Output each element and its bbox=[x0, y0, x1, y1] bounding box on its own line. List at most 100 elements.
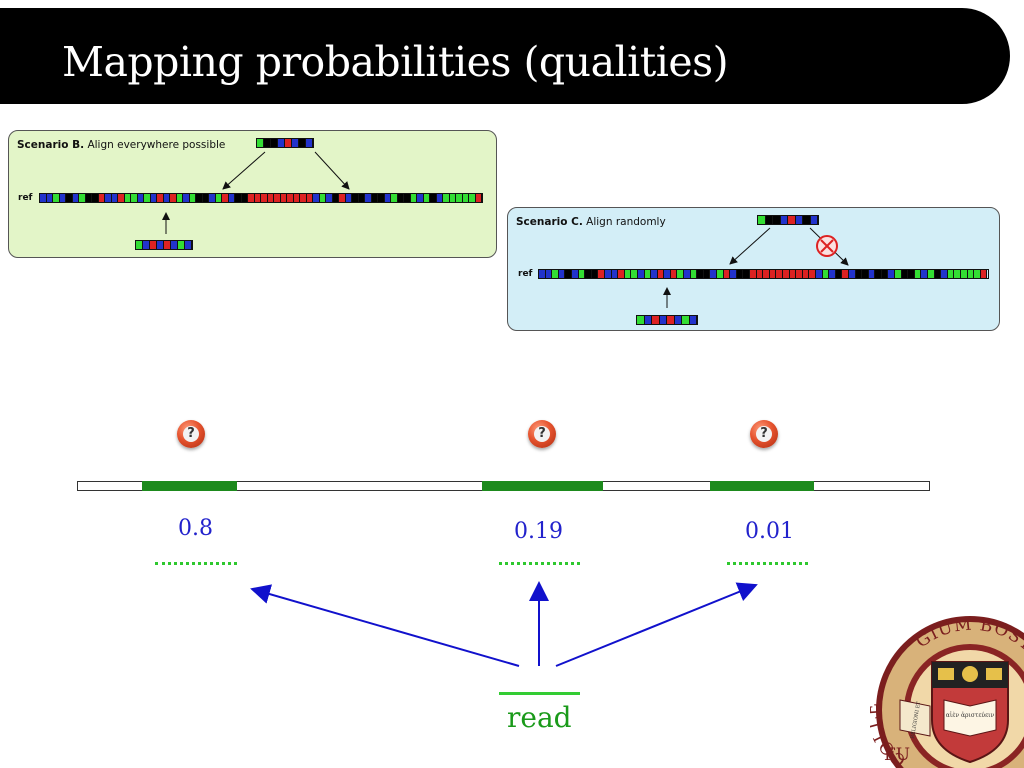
base-blue bbox=[539, 270, 546, 278]
base-green bbox=[215, 194, 222, 202]
base-green bbox=[319, 194, 326, 202]
base-green bbox=[469, 194, 476, 202]
base-black bbox=[404, 194, 411, 202]
base-blue bbox=[571, 270, 579, 278]
scenario-c-arrow-left bbox=[729, 227, 771, 265]
base-blue bbox=[163, 194, 170, 202]
base-blue bbox=[292, 139, 299, 147]
question-mark-icon: ? bbox=[528, 420, 556, 448]
base-black bbox=[358, 194, 365, 202]
base-blue bbox=[710, 270, 718, 278]
read-arrow-right bbox=[555, 582, 758, 667]
scenario-b-title: Scenario B. Align everywhere possible bbox=[17, 139, 225, 151]
base-green bbox=[552, 270, 559, 278]
base-blue bbox=[664, 270, 671, 278]
base-blue bbox=[185, 241, 192, 249]
dotted-read-placeholder-1 bbox=[155, 562, 237, 565]
base-blue bbox=[780, 216, 788, 224]
base-blue bbox=[150, 194, 157, 202]
base-green bbox=[79, 194, 86, 202]
base-black bbox=[875, 270, 882, 278]
base-blue bbox=[829, 270, 836, 278]
base-green bbox=[462, 194, 469, 202]
base-green bbox=[131, 194, 138, 202]
base-blue bbox=[941, 270, 948, 278]
scenario-b-ref-label: ref bbox=[18, 193, 33, 203]
base-blue bbox=[921, 270, 929, 278]
base-green bbox=[144, 194, 151, 202]
base-black bbox=[855, 270, 863, 278]
base-red bbox=[756, 270, 764, 278]
base-blue bbox=[604, 270, 612, 278]
base-green bbox=[136, 241, 143, 249]
base-black bbox=[934, 270, 942, 278]
base-blue bbox=[105, 194, 112, 202]
base-green bbox=[758, 216, 766, 224]
base-red bbox=[98, 194, 105, 202]
base-blue bbox=[59, 194, 66, 202]
scenario-c-title: Scenario C. Align randomly bbox=[516, 216, 666, 228]
base-blue bbox=[46, 194, 53, 202]
base-red bbox=[723, 270, 731, 278]
base-green bbox=[189, 194, 196, 202]
probability-label-3: 0.01 bbox=[745, 519, 794, 544]
base-green bbox=[637, 316, 645, 324]
scenario-c-ref-sequence bbox=[538, 269, 989, 279]
base-blue bbox=[674, 316, 682, 324]
question-mark-icon: ? bbox=[177, 420, 205, 448]
base-green bbox=[423, 194, 430, 202]
base-black bbox=[85, 194, 92, 202]
base-green bbox=[624, 270, 632, 278]
base-blue bbox=[815, 270, 823, 278]
base-red bbox=[980, 270, 988, 278]
base-red bbox=[652, 316, 660, 324]
base-red bbox=[789, 270, 797, 278]
base-red bbox=[285, 139, 292, 147]
base-black bbox=[264, 139, 271, 147]
scenario-b-title-bold: Scenario B. bbox=[17, 139, 85, 151]
base-blue bbox=[111, 194, 118, 202]
base-red bbox=[261, 194, 268, 202]
base-black bbox=[697, 270, 704, 278]
base-green bbox=[717, 270, 724, 278]
base-red bbox=[254, 194, 261, 202]
scenario-b-title-rest: Align everywhere possible bbox=[84, 139, 226, 151]
base-blue bbox=[365, 194, 372, 202]
base-green bbox=[974, 270, 981, 278]
base-red bbox=[300, 194, 307, 202]
base-black bbox=[703, 270, 711, 278]
base-green bbox=[391, 194, 398, 202]
base-black bbox=[371, 194, 378, 202]
base-black bbox=[92, 194, 99, 202]
base-red bbox=[222, 194, 229, 202]
base-blue bbox=[436, 194, 443, 202]
hit-region-2 bbox=[482, 481, 603, 491]
college-seal-icon: GIUM BOST COLLE FU αἰὲν ἀριστεύειν RELIG… bbox=[870, 615, 1024, 768]
prohibited-icon bbox=[816, 235, 838, 257]
base-black bbox=[862, 270, 869, 278]
base-green bbox=[449, 194, 456, 202]
base-green bbox=[443, 194, 450, 202]
base-green bbox=[257, 139, 264, 147]
base-blue bbox=[157, 241, 164, 249]
base-black bbox=[235, 194, 242, 202]
base-blue bbox=[611, 270, 619, 278]
question-mark-glyph: ? bbox=[756, 426, 772, 442]
base-blue bbox=[689, 316, 697, 324]
base-black bbox=[196, 194, 203, 202]
base-red bbox=[118, 194, 125, 202]
scenario-b-ref-sequence bbox=[39, 193, 483, 203]
base-red bbox=[802, 270, 810, 278]
read-segment bbox=[499, 692, 580, 695]
base-black bbox=[585, 270, 592, 278]
base-blue bbox=[848, 270, 856, 278]
probability-label-2: 0.19 bbox=[514, 519, 563, 544]
base-blue bbox=[651, 270, 658, 278]
base-green bbox=[895, 270, 902, 278]
dotted-read-placeholder-3 bbox=[727, 562, 808, 565]
base-blue bbox=[171, 241, 178, 249]
question-mark-icon: ? bbox=[750, 420, 778, 448]
base-black bbox=[332, 194, 339, 202]
base-black bbox=[565, 270, 572, 278]
